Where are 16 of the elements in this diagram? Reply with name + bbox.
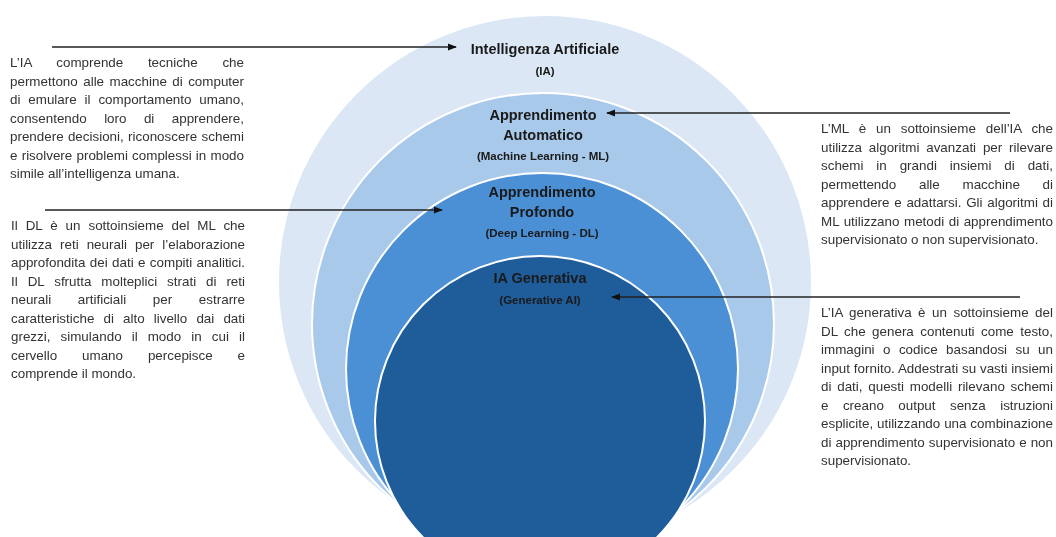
circle-subtitle: (Machine Learning - ML)	[475, 149, 611, 164]
description-text: L’IA comprende tecniche che permettono alle macchine di computer di emulare il comportamento umano, consentendo loro di apprendere, prendere decisioni, riconoscere schemi e risolvere problemi complessi in modo simile all’intelligenza umana.	[10, 47, 244, 184]
circle-title: Apprendimento Automatico	[488, 106, 598, 145]
arrow	[606, 109, 1011, 117]
circle-title: Intelligenza Artificiale	[469, 40, 621, 59]
arrow	[51, 43, 457, 51]
description-text: L’ML è un sottoinsieme dell’IA che utilizza algoritmi avanzati per rilevare schemi in grandi insiemi di dati, permettendo alle macchine di apprendere e adattarsi. Gli algoritmi di ML utilizzano metodi di apprendimento supervisionato o non supervisionato.	[821, 113, 1053, 250]
description-text: L’IA generativa è un sottoinsieme del DL che genera contenuti come testo, immagini o codice basandosi su un input fornito. Addestrati su vasti insiemi di dati, questi modelli rilevano schemi e creano output senza istruzioni esplicite, utilizzando una combinazione di apprendimento supervisionato e non supervisionato.	[821, 297, 1053, 471]
arrow	[611, 293, 1021, 301]
circle-subtitle: (IA)	[534, 63, 556, 79]
description-text: Il DL è un sottoinsieme del ML che utilizza reti neurali per l’elaborazione approfondita dei dati e compiti analitici. Il DL sfrutta molteplici strati di reti neurali artificiali per estrarre caratteristiche di alto livello dai dati grezzi, simulando il modo in cui il cervello umano percepisce e comprende il mondo.	[11, 210, 245, 384]
circle-subtitle: (Deep Learning - DL)	[484, 226, 600, 241]
arrow	[44, 206, 443, 214]
circle-title: Apprendimento Profondo	[487, 183, 597, 222]
circle-subtitle: (Generative AI)	[498, 292, 582, 308]
circle-title: IA Generativa	[492, 269, 588, 288]
